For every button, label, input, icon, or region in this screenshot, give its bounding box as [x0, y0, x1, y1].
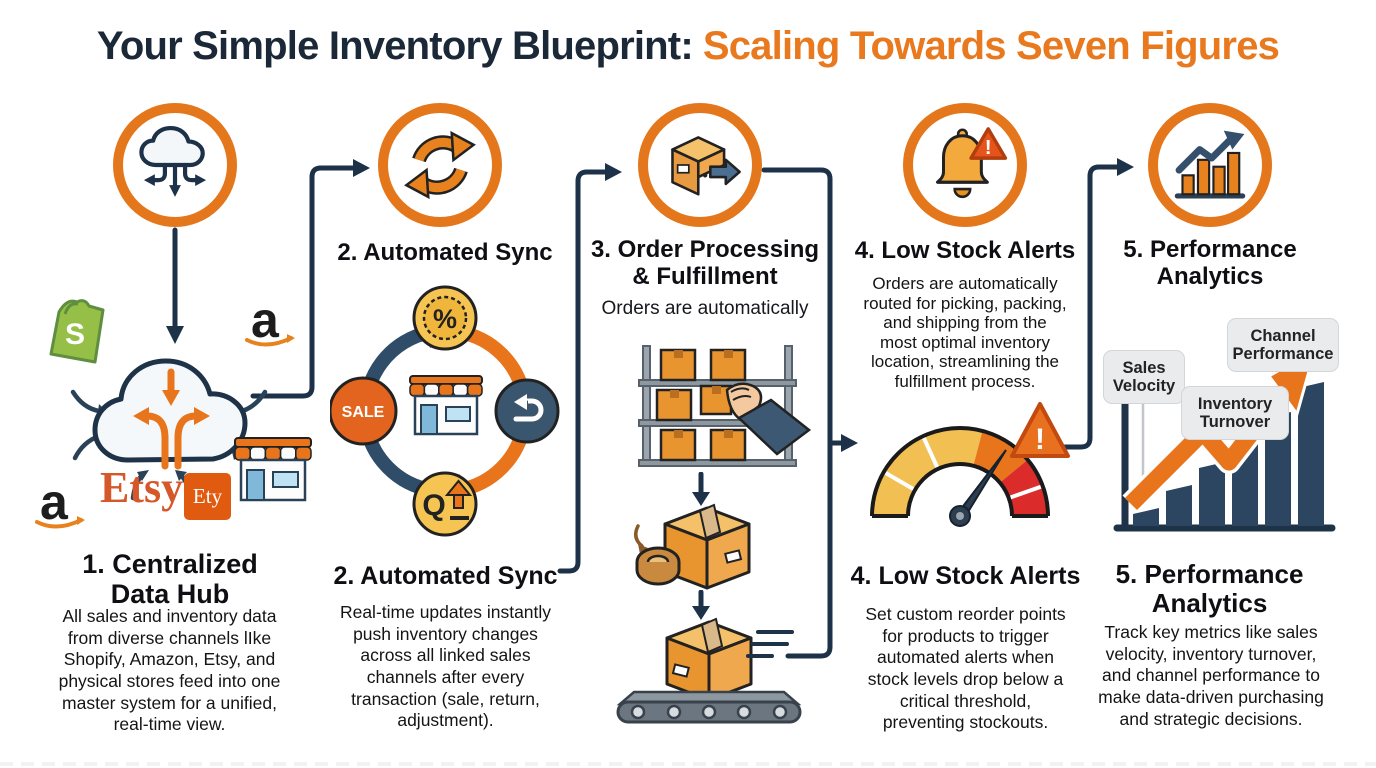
gauge-warning-triangle: [1010, 402, 1070, 458]
sync-arrows-icon: [404, 130, 476, 200]
step4-top-label: 4. Low Stock Alerts: [854, 237, 1076, 264]
shopify-letter: S: [65, 318, 85, 351]
step2-bottom-title: 2. Automated Sync: [333, 562, 558, 590]
growth-chart-icon: [1174, 130, 1246, 199]
storefront-icon: [409, 375, 483, 436]
step3-subtext: Orders are automatically: [601, 298, 809, 319]
step5-label: 5. Performance Analytics: [1123, 236, 1297, 290]
storefront-icon: [234, 437, 312, 502]
etsy-app-tile: Ety: [184, 473, 231, 520]
step5-body: Track key metrics like sales velocity, i…: [1098, 622, 1324, 729]
sale-label: SALE: [342, 404, 385, 421]
step1-title: 1. Centralized Data Hub: [82, 549, 258, 610]
step4-body: Set custom reorder points for products t…: [865, 604, 1066, 733]
hub-cloud: [92, 358, 248, 463]
amazon-logo-bottom: a: [40, 474, 68, 530]
page-title: Your Simple Inventory Blueprint:Scaling …: [0, 24, 1376, 69]
etsy-wordmark: Etsy: [100, 463, 184, 512]
step4-top-body: Orders are automatically routed for pick…: [863, 274, 1067, 391]
shopify-logo: S: [49, 299, 105, 364]
down-arrow: [692, 472, 710, 506]
stock-gauge-illustration: !: [870, 402, 1070, 527]
percent-mark: %: [433, 304, 457, 334]
step1-circle: [113, 103, 237, 227]
callout-sales-velocity: Sales Velocity: [1103, 350, 1185, 404]
alert-bell-icon: !: [935, 127, 1008, 199]
step3-label: 3. Order Processing & Fulfillment: [590, 236, 820, 290]
step1-body: All sales and inventory data from divers…: [58, 606, 281, 735]
amazon-logo-top: a: [251, 292, 279, 348]
quantity-letter: Q: [422, 489, 445, 522]
step3-circle: [638, 103, 762, 227]
shipping-box-icon: [671, 136, 741, 196]
picking-shelf-illustration: [638, 345, 812, 467]
callout-channel-performance: Channel Performance: [1227, 318, 1339, 372]
page-title-orange: Scaling Towards Seven Figures: [702, 24, 1280, 68]
bell-warning-mark: !: [985, 136, 992, 159]
sync-cycle-illustration: % Q SALE: [330, 285, 560, 537]
cloud-distribution-icon: [139, 125, 207, 197]
conveyor-shipping-illustration: [616, 617, 802, 724]
step4-circle: !: [903, 103, 1027, 227]
return-badge: [494, 378, 560, 444]
step2-body: Real-time updates instantly push invento…: [339, 602, 552, 731]
quantity-badge: Q: [412, 471, 478, 537]
step5-bottom-title: 5. Performance Analytics: [1115, 559, 1304, 619]
cropped-footer-text: [0, 762, 1376, 766]
step4-bottom-title: 4. Low Stock Alerts: [850, 562, 1081, 590]
packing-box-illustration: [634, 503, 751, 590]
step5-circle: [1148, 103, 1272, 227]
page-title-dark: Your Simple Inventory Blueprint:: [96, 24, 694, 68]
discount-badge: %: [412, 285, 478, 351]
sale-badge: SALE: [330, 376, 398, 446]
step2-top-label: 2. Automated Sync: [337, 239, 553, 266]
gauge-warning-mark: !: [1035, 423, 1045, 456]
down-arrow: [692, 590, 710, 620]
callout-inventory-turnover: Inventory Turnover: [1181, 386, 1289, 440]
step2-circle: [378, 103, 502, 227]
